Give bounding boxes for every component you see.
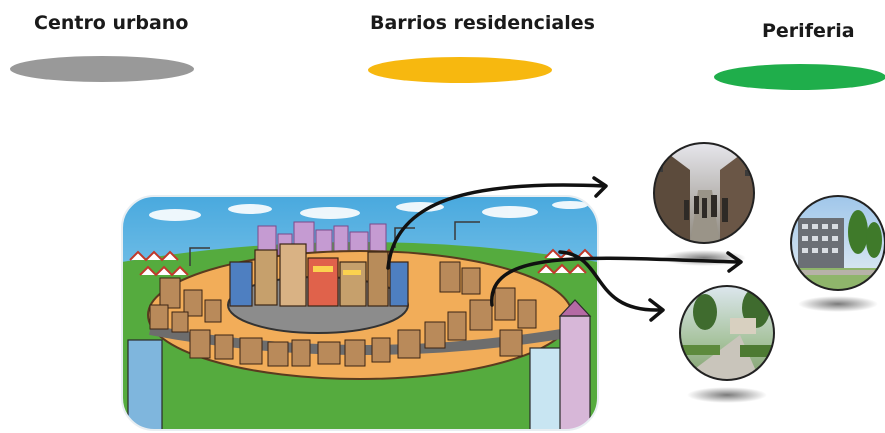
residential-block (183, 289, 203, 317)
arrow-head (726, 251, 743, 273)
arrow-residential-to-apartments (490, 256, 740, 307)
zone-title-centro-urbano: Centro urbano (34, 12, 189, 34)
residential-block (159, 277, 181, 309)
residential-block (317, 341, 341, 365)
residential-block (494, 287, 516, 321)
residential-block (291, 339, 311, 367)
residential-block (239, 337, 263, 365)
photo-shadow (687, 387, 767, 403)
residential-block (371, 337, 391, 363)
residential-block (149, 304, 169, 330)
residential-block (517, 299, 537, 329)
residential-block (424, 321, 446, 349)
residential-block (461, 267, 481, 295)
residential-block (214, 334, 234, 360)
arrow-head (648, 298, 665, 322)
zone-title-periferia: Periferia (762, 20, 855, 42)
photo-residential (680, 286, 774, 380)
zone-title-barrios-residenciales: Barrios residenciales (370, 12, 595, 34)
residential-block (397, 329, 421, 359)
residential-block (171, 311, 189, 333)
residential-block (267, 341, 289, 367)
arrow-residential-to-suburb (558, 250, 662, 312)
residential-block (204, 299, 222, 323)
residential-block (499, 329, 523, 357)
photo-shadow (798, 296, 878, 312)
residential-block (344, 339, 366, 367)
residential-block (189, 329, 211, 359)
zone-color-grey (10, 56, 194, 82)
photo-city-centre (654, 143, 754, 243)
residential-block (469, 299, 493, 331)
arrow-centre-to-street (386, 183, 606, 270)
zone-color-green (714, 64, 885, 90)
zone-color-yellow (368, 57, 552, 83)
arrow-head (592, 176, 608, 198)
residential-block (439, 261, 461, 293)
residential-block (447, 311, 467, 341)
city-illustration (122, 196, 598, 430)
